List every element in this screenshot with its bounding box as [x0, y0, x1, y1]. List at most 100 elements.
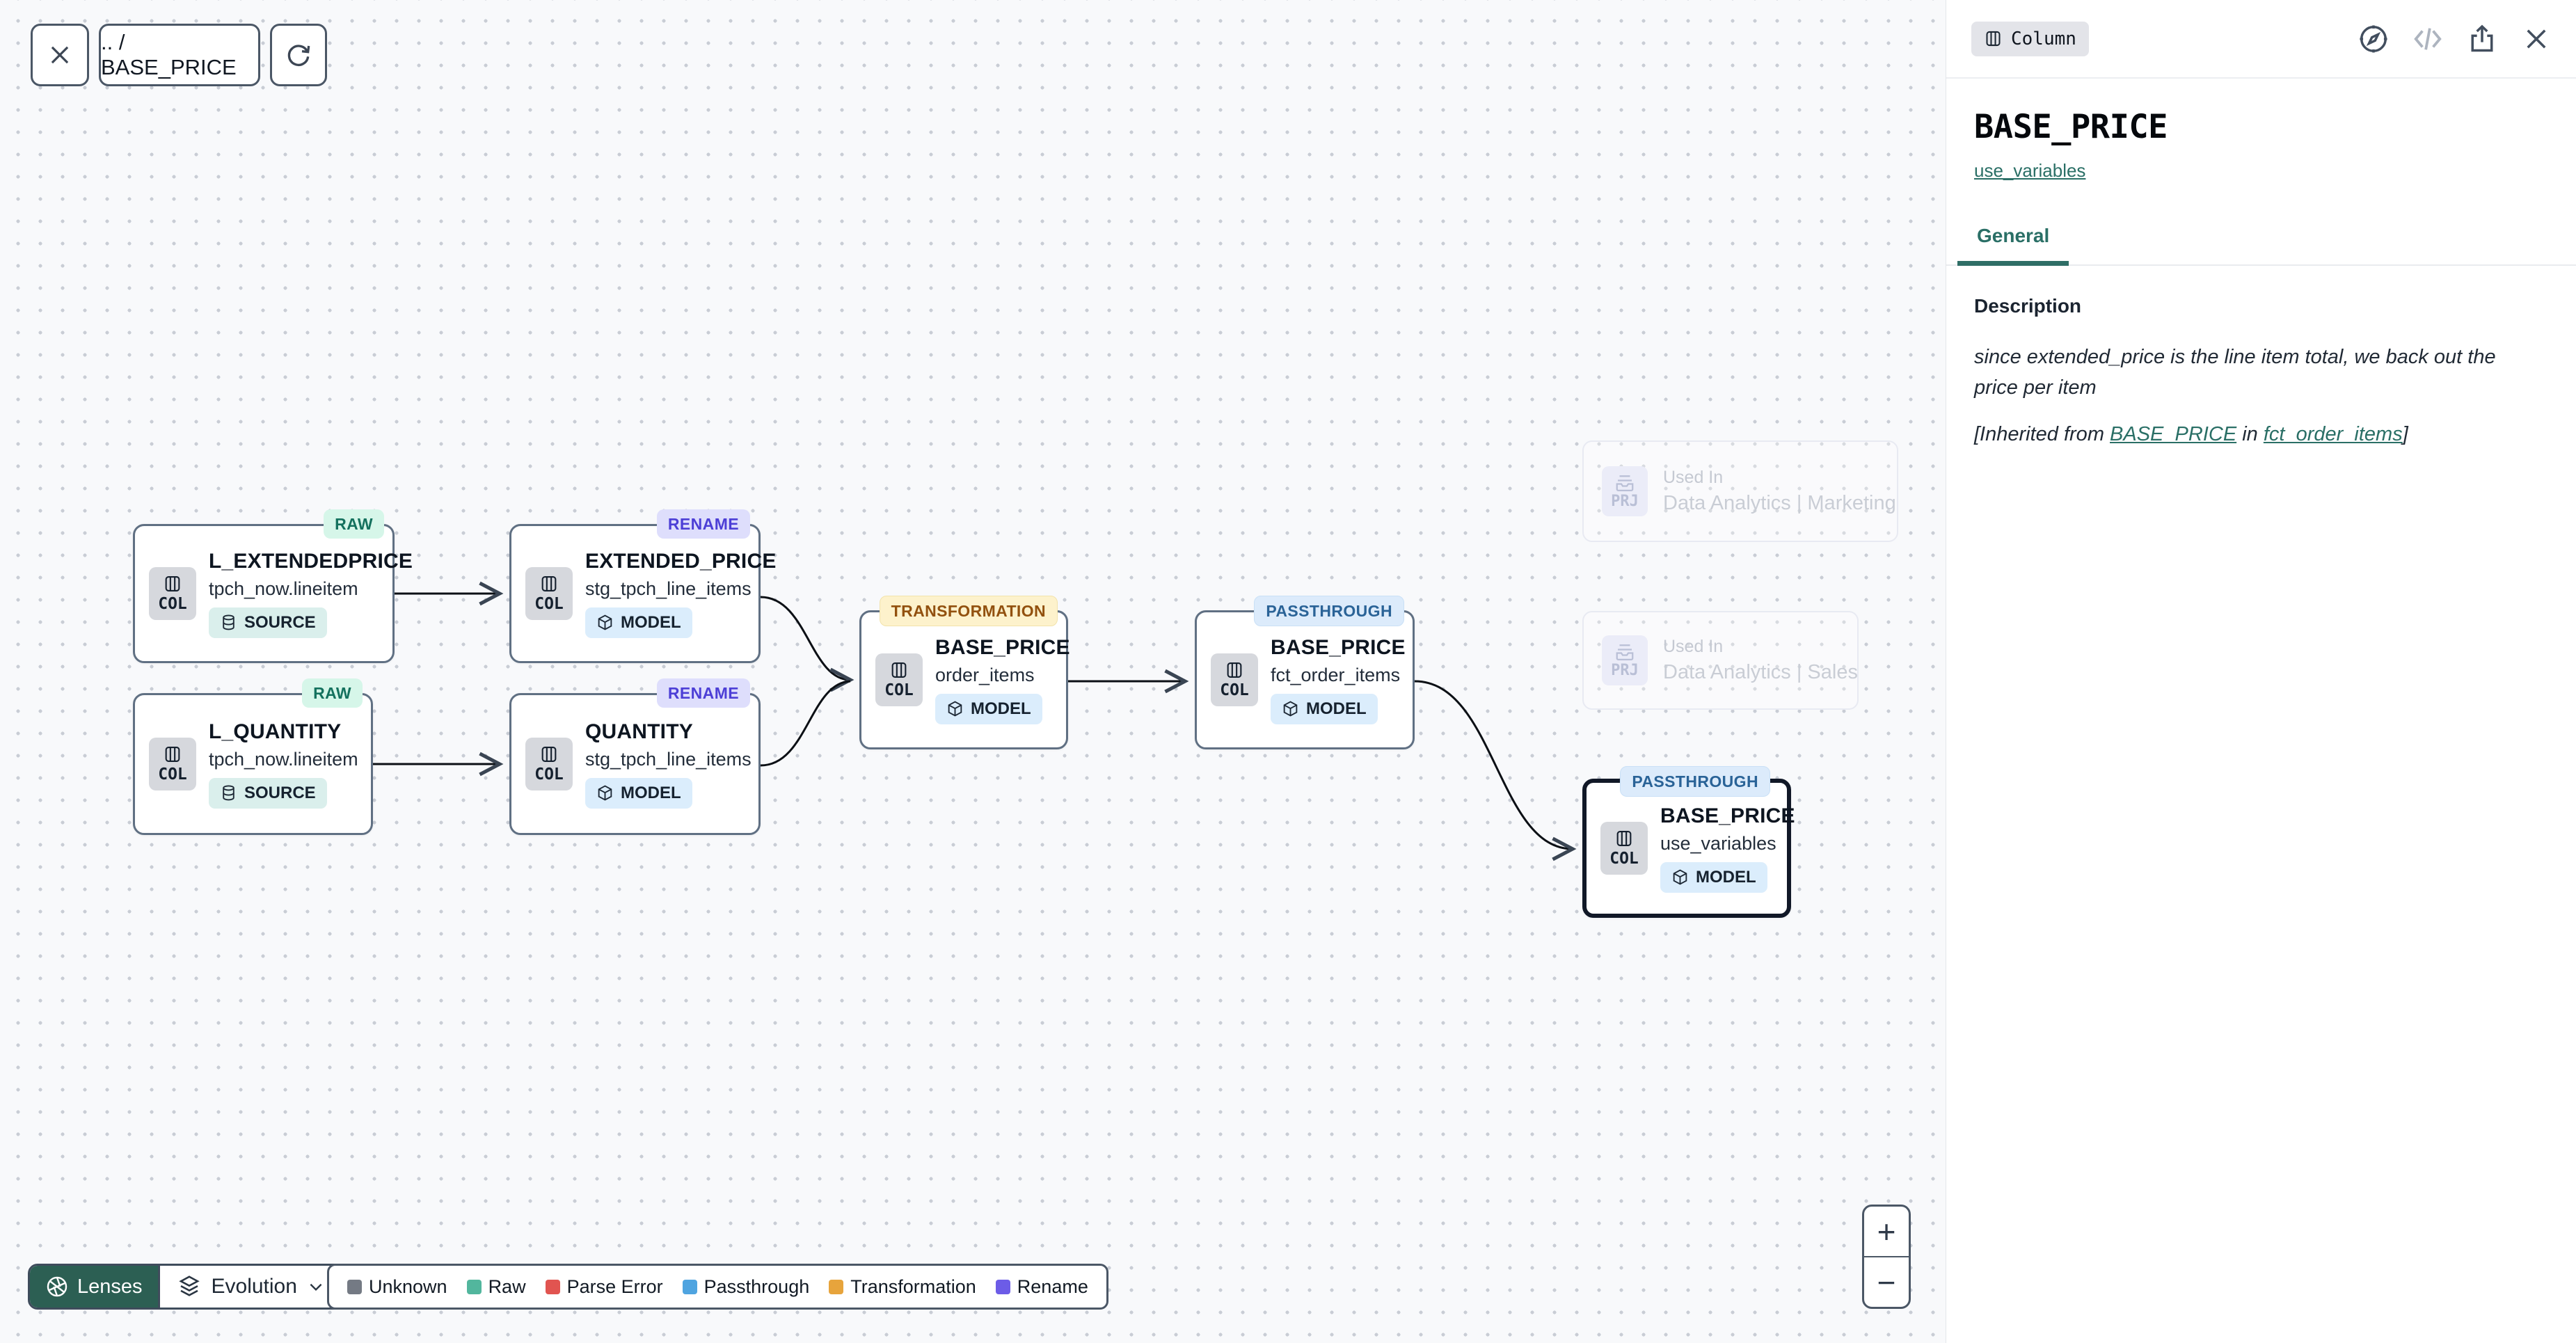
column-icon: COL	[875, 653, 923, 706]
explore-button[interactable]	[2358, 23, 2390, 55]
project-type-label: PRJ	[1611, 492, 1639, 510]
entity-type-chip: Column	[1971, 21, 2089, 56]
close-lineage-button[interactable]	[31, 24, 89, 86]
legend-item: Transformation	[829, 1276, 976, 1298]
tab-general[interactable]: General	[1957, 225, 2069, 266]
lens-selector[interactable]: Evolution	[157, 1266, 342, 1308]
close-panel-button[interactable]	[2520, 23, 2552, 55]
node-base-price-fct-order-items[interactable]: PASSTHROUGH COL BASE_PRICE fct_order_ite…	[1195, 596, 1415, 749]
node-base-price-order-items[interactable]: TRANSFORMATION COL BASE_PRICE order_item…	[859, 596, 1070, 749]
code-icon	[2414, 27, 2442, 50]
lenses-button[interactable]: Lenses	[30, 1266, 158, 1308]
compass-icon	[2360, 24, 2387, 53]
legend-item: Unknown	[347, 1276, 447, 1298]
col-type-label: COL	[1609, 850, 1639, 868]
node-title: BASE_PRICE	[1660, 804, 1795, 827]
evolution-legend: Unknown Raw Parse Error Passthrough Tran…	[327, 1264, 1108, 1310]
legend-swatch	[682, 1279, 697, 1294]
node-model: stg_tpch_line_items	[585, 578, 752, 599]
evolution-badge: RENAME	[656, 678, 750, 708]
column-icon	[1986, 31, 2001, 47]
node-base-price-use-variables[interactable]: PASSTHROUGH COL BASE_PRICE use_variables…	[1582, 766, 1795, 918]
used-in-name: Data Analytics | Marketing	[1663, 492, 1896, 514]
description-section: Description since extended_price is the …	[1946, 266, 2576, 446]
node-title: L_EXTENDEDPRICE	[209, 549, 413, 573]
evolution-badge: TRANSFORMATION	[879, 596, 1058, 626]
code-view-button[interactable]	[2412, 23, 2444, 55]
panel-tabs: General	[1946, 225, 2576, 266]
zoom-in-button[interactable]: +	[1864, 1207, 1909, 1257]
column-icon: COL	[149, 567, 196, 620]
node-model: order_items	[935, 664, 1035, 685]
node-title: EXTENDED_PRICE	[585, 549, 777, 573]
cube-icon	[598, 785, 612, 801]
used-in-node-sales[interactable]: PRJ Used In Data Analytics | Sales	[1582, 611, 1859, 710]
database-icon	[223, 785, 234, 801]
model-pill: MODEL	[585, 777, 692, 809]
column-name-title: BASE_PRICE	[1974, 108, 2168, 146]
node-title: L_QUANTITY	[209, 720, 342, 743]
node-model: stg_tpch_line_items	[585, 748, 752, 770]
model-pill: MODEL	[935, 693, 1042, 724]
cube-icon	[1673, 869, 1687, 885]
col-type-label: COL	[534, 595, 564, 613]
node-model: fct_order_items	[1271, 664, 1401, 685]
lineage-canvas[interactable]: .. / BASE_PRICE PRJ Used In Data Analyti…	[0, 0, 1946, 1343]
inherited-note: [Inherited from BASE_PRICE in fct_order_…	[1974, 423, 2408, 445]
description-heading: Description	[1974, 295, 2082, 317]
model-link[interactable]: use_variables	[1974, 160, 2086, 181]
source-pill: SOURCE	[209, 607, 327, 638]
node-l-extendedprice[interactable]: RAW COL L_EXTENDEDPRICE tpch_now.lineite…	[133, 509, 413, 663]
layers-icon	[178, 1276, 200, 1296]
node-quantity[interactable]: RENAME COL QUANTITY stg_tpch_line_items …	[509, 678, 761, 835]
col-type-label: COL	[884, 681, 914, 699]
project-icon: PRJ	[1602, 466, 1648, 516]
node-l-quantity[interactable]: RAW COL L_QUANTITY tpch_now.lineitem SOU…	[133, 678, 373, 835]
node-title: BASE_PRICE	[935, 635, 1070, 659]
col-type-label: COL	[534, 765, 564, 784]
close-icon	[51, 46, 69, 64]
description-body: since extended_price is the line item to…	[1974, 346, 2496, 399]
detail-panel: Column BA	[1946, 0, 2576, 1343]
model-pill: MODEL	[585, 607, 692, 638]
cube-icon	[1283, 701, 1298, 717]
database-icon	[223, 614, 234, 630]
panel-actions	[2358, 23, 2552, 55]
col-type-label: COL	[158, 765, 187, 784]
node-model: use_variables	[1660, 832, 1776, 854]
node-extended-price[interactable]: RENAME COL EXTENDED_PRICE stg_tpch_line_…	[509, 509, 776, 663]
refresh-icon	[287, 45, 310, 66]
used-in-node-marketing[interactable]: PRJ Used In Data Analytics | Marketing	[1582, 440, 1898, 542]
used-in-name: Data Analytics | Sales	[1663, 661, 1858, 683]
lens-selected-label: Evolution	[211, 1275, 297, 1298]
breadcrumb[interactable]: .. / BASE_PRICE	[99, 24, 260, 86]
zoom-controls: + −	[1862, 1205, 1911, 1309]
cube-icon	[948, 701, 962, 717]
node-model: tpch_now.lineitem	[209, 748, 358, 770]
column-icon: COL	[1211, 653, 1258, 706]
legend-item: Raw	[466, 1276, 526, 1298]
project-icon: PRJ	[1602, 635, 1648, 685]
close-icon	[2527, 29, 2546, 48]
legend-swatch	[995, 1279, 1010, 1294]
evolution-badge: RAW	[324, 509, 384, 539]
used-in-label: Used In	[1663, 637, 1724, 656]
project-type-label: PRJ	[1611, 661, 1639, 679]
zoom-out-button[interactable]: −	[1877, 1264, 1896, 1301]
evolution-badge: RAW	[302, 678, 363, 708]
share-button[interactable]	[2466, 23, 2498, 55]
node-title: BASE_PRICE	[1271, 635, 1406, 659]
inherited-column-link[interactable]: BASE_PRICE	[2110, 423, 2237, 445]
legend-swatch	[466, 1279, 482, 1294]
column-icon: COL	[149, 738, 196, 790]
column-icon: COL	[525, 567, 573, 620]
cube-icon	[598, 614, 612, 630]
share-icon	[2471, 24, 2493, 51]
refresh-button[interactable]	[270, 24, 327, 86]
legend-swatch	[545, 1279, 560, 1294]
model-pill: MODEL	[1660, 861, 1767, 893]
aperture-icon	[47, 1276, 67, 1297]
legend-item: Parse Error	[545, 1276, 663, 1298]
inherited-model-link[interactable]: fct_order_items	[2263, 423, 2403, 445]
